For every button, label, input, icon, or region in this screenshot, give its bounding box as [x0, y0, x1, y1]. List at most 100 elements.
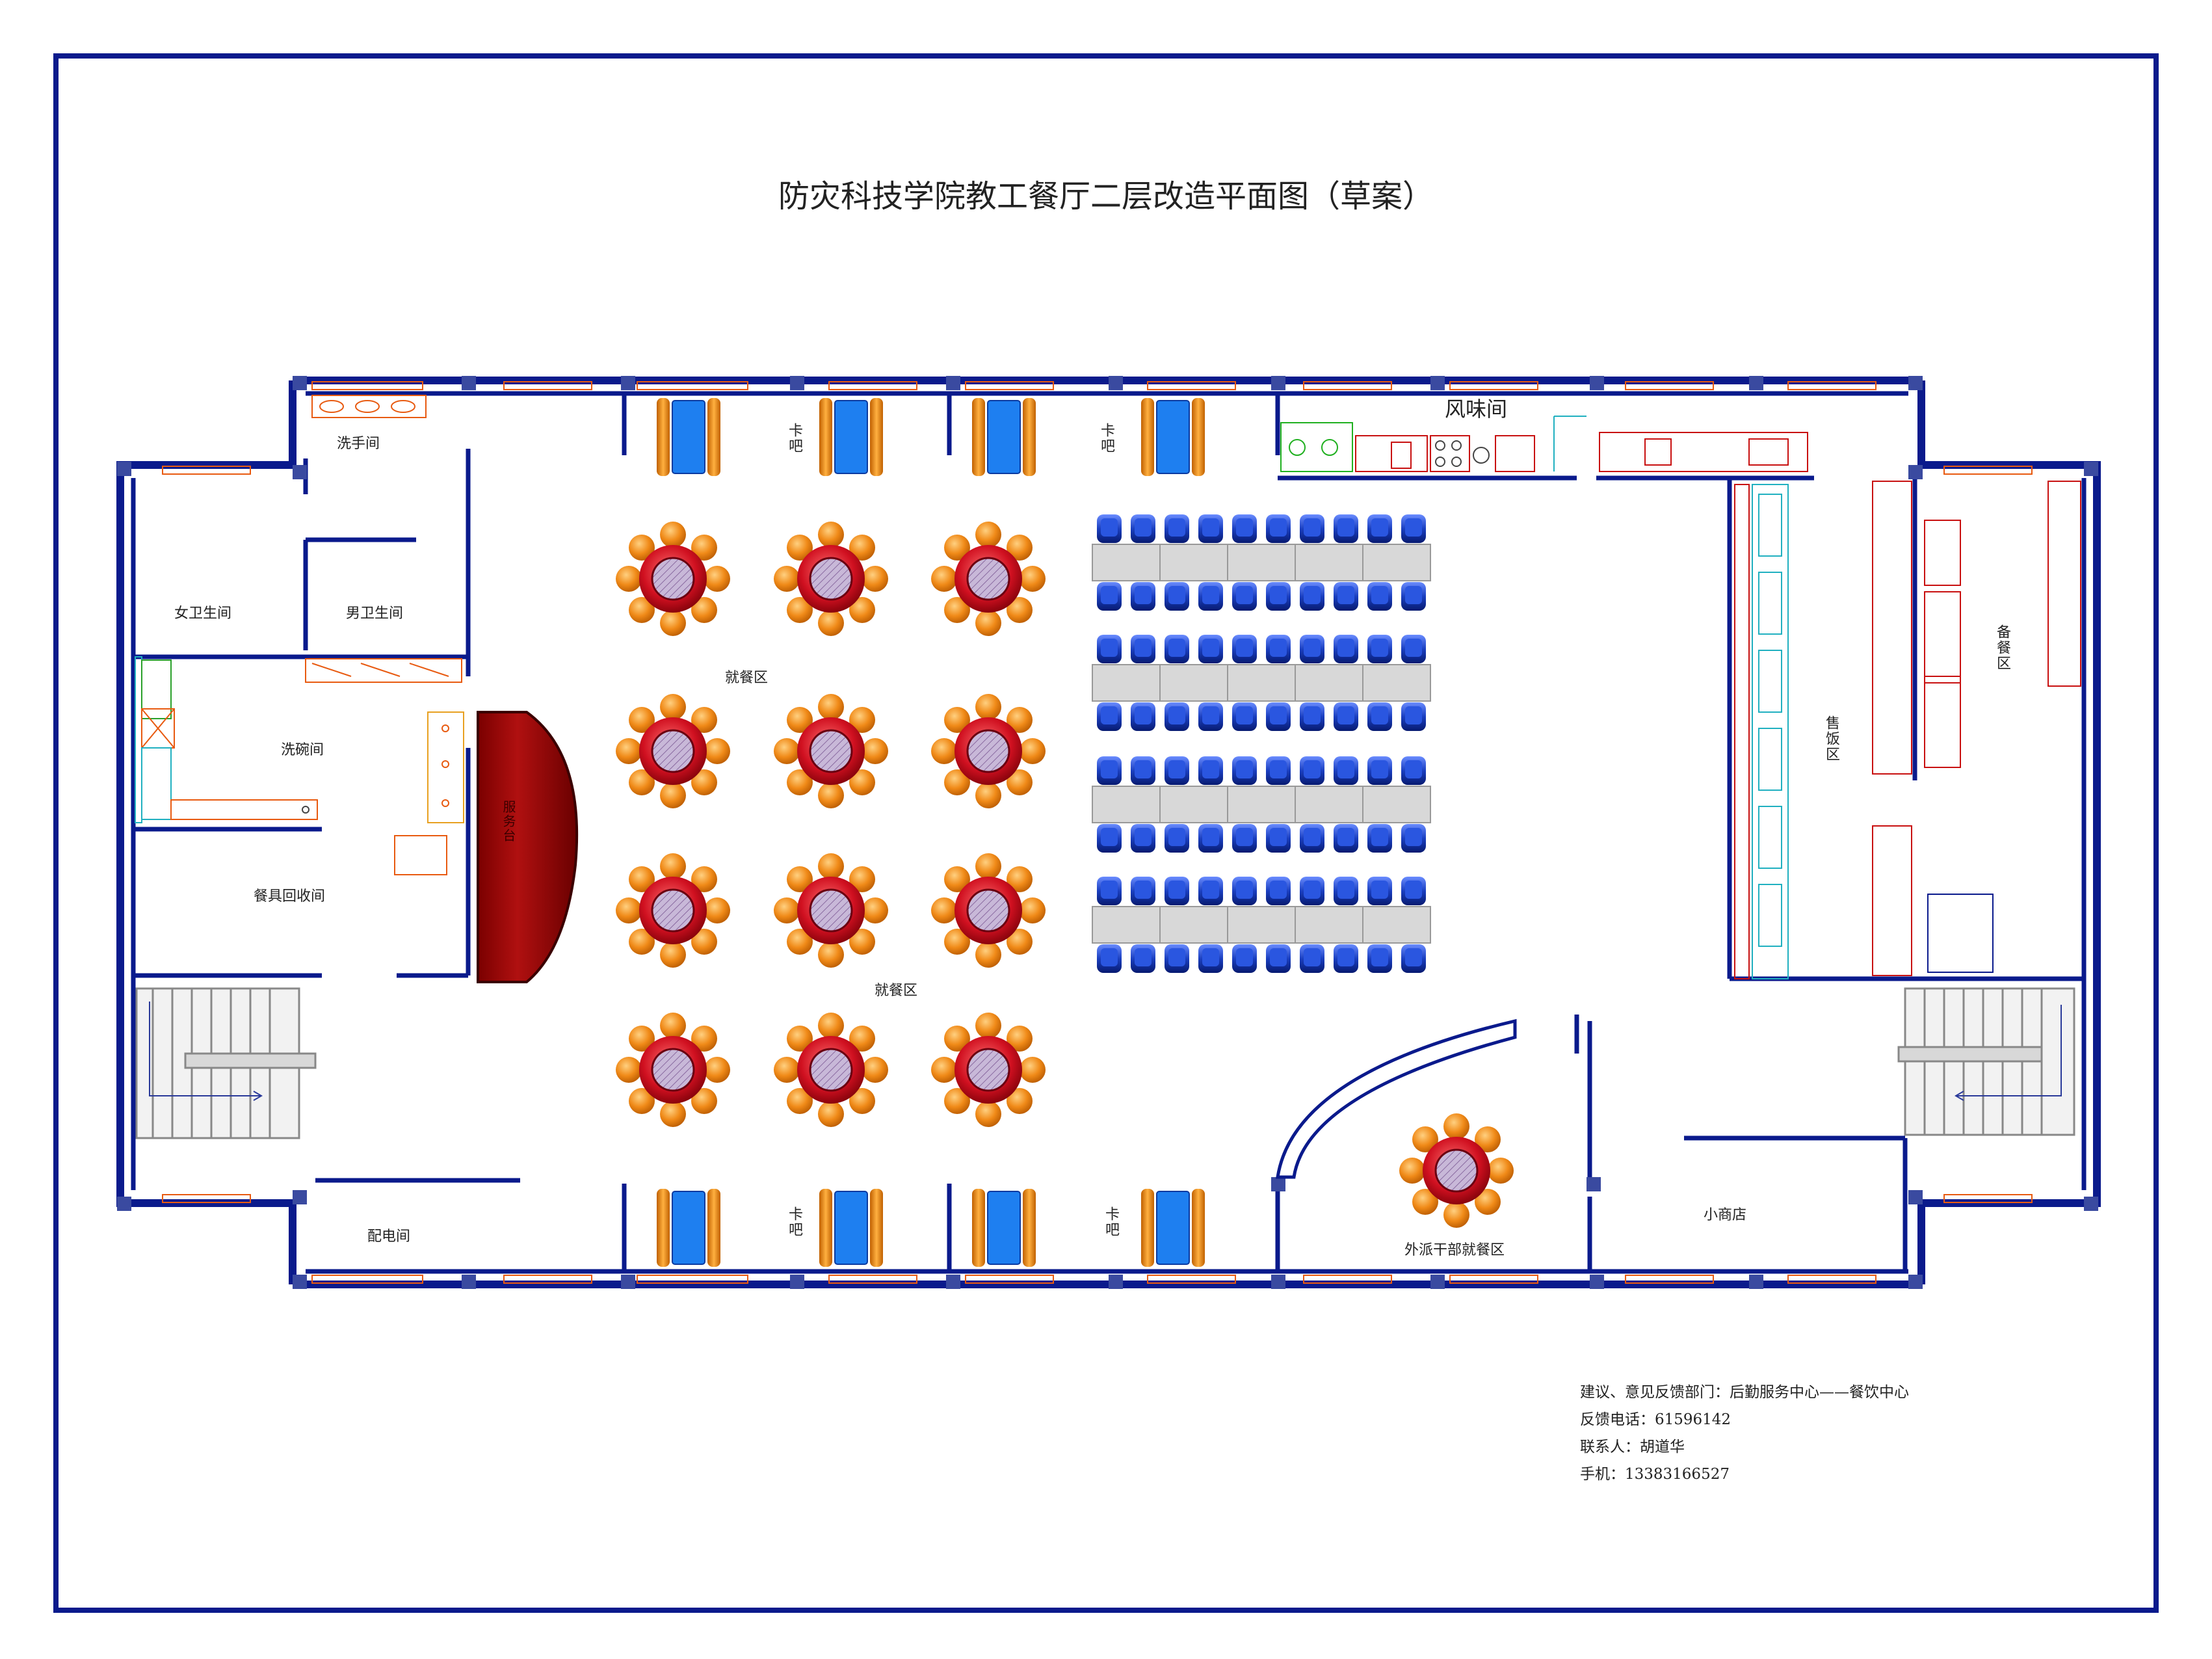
blue-chair — [1097, 756, 1122, 785]
label-shop: 小商店 — [1704, 1207, 1747, 1223]
long-tables — [1092, 514, 1431, 973]
blue-chair — [1131, 877, 1155, 905]
blue-chair — [1232, 702, 1257, 731]
blue-chair — [1232, 944, 1257, 973]
blue-chair — [1266, 635, 1291, 663]
round-table — [614, 852, 731, 969]
long-table — [1092, 544, 1431, 581]
label-dining-2: 就餐区 — [875, 983, 918, 999]
blue-chair — [1131, 944, 1155, 973]
round-table — [772, 520, 889, 637]
blue-chair — [1334, 877, 1358, 905]
blue-chair — [1266, 702, 1291, 731]
blue-chair — [1401, 756, 1426, 785]
label-women-wc: 女卫生间 — [174, 605, 232, 622]
blue-chair — [1367, 514, 1392, 543]
contact-line-3: 联系人：胡道华 — [1580, 1439, 1685, 1455]
blue-chair — [1232, 756, 1257, 785]
blue-chair — [1334, 702, 1358, 731]
blue-chair — [1198, 944, 1223, 973]
blue-chair — [1300, 702, 1324, 731]
label-counter: 服务台 — [501, 800, 516, 843]
blue-chair — [1334, 635, 1358, 663]
label-dish-wash: 洗碗间 — [281, 742, 324, 758]
round-table — [930, 852, 1047, 969]
round-table — [614, 520, 731, 637]
wash-basins — [311, 395, 427, 418]
label-booth-4: 卡吧 — [1103, 1206, 1119, 1238]
long-table — [1092, 906, 1431, 944]
blue-chair — [1165, 582, 1189, 611]
round-table — [930, 693, 1047, 810]
blue-chair — [1401, 944, 1426, 973]
contact-info: 建议、意见反馈部门：后勤服务中心——餐饮中心 反馈电话：61596142 联系人… — [1580, 1379, 1909, 1488]
label-seconded-dining: 外派干部就餐区 — [1404, 1242, 1505, 1258]
blue-chair — [1401, 635, 1426, 663]
booth-seat — [819, 397, 884, 477]
round-table — [614, 1011, 731, 1128]
blue-chair — [1401, 514, 1426, 543]
round-table — [1398, 1112, 1515, 1229]
long-table — [1092, 664, 1431, 702]
flavor-kitchen-equipment — [1280, 416, 1808, 472]
blue-chair — [1266, 944, 1291, 973]
blue-chair — [1300, 877, 1324, 905]
long-table — [1092, 786, 1431, 823]
blue-chair — [1232, 514, 1257, 543]
blue-chair — [1401, 824, 1426, 853]
blue-chair — [1334, 824, 1358, 853]
blue-chair — [1232, 824, 1257, 853]
booth-seat — [1140, 397, 1205, 477]
blue-chair — [1367, 756, 1392, 785]
blue-chair — [1334, 514, 1358, 543]
blue-chair — [1198, 514, 1223, 543]
blue-chair — [1165, 756, 1189, 785]
label-wash-hands: 洗手间 — [337, 436, 380, 452]
page-border — [53, 53, 2159, 1613]
blue-chair — [1165, 944, 1189, 973]
label-flavor-room: 风味间 — [1445, 397, 1508, 421]
blue-chair — [1131, 582, 1155, 611]
blue-chair — [1097, 877, 1122, 905]
blue-chair — [1367, 702, 1392, 731]
blue-chair — [1165, 635, 1189, 663]
blue-chair — [1367, 877, 1392, 905]
booth-seat — [971, 1188, 1036, 1267]
blue-chair — [1367, 635, 1392, 663]
blue-chair — [1334, 582, 1358, 611]
blue-chair — [1097, 824, 1122, 853]
contact-line-4: 手机：13383166527 — [1580, 1466, 1730, 1483]
blue-chair — [1198, 702, 1223, 731]
blue-chair — [1367, 824, 1392, 853]
blue-chair — [1198, 756, 1223, 785]
contact-line-2: 反馈电话：61596142 — [1580, 1411, 1731, 1428]
blue-chair — [1198, 877, 1223, 905]
blue-chair — [1334, 756, 1358, 785]
blue-chair — [1131, 756, 1155, 785]
label-booth-2: 卡吧 — [1098, 423, 1114, 454]
service-counter — [477, 711, 579, 983]
curved-wall — [1276, 1018, 1517, 1179]
dishwash-equipment — [135, 656, 464, 875]
blue-chair — [1232, 635, 1257, 663]
label-dining-1: 就餐区 — [725, 670, 769, 686]
blue-chair — [1165, 702, 1189, 731]
blue-chair — [1334, 944, 1358, 973]
label-booth-3: 卡吧 — [786, 1206, 802, 1238]
blue-chair — [1131, 635, 1155, 663]
round-table — [772, 693, 889, 810]
blue-chair — [1097, 702, 1122, 731]
blue-chair — [1131, 824, 1155, 853]
blue-chair — [1367, 582, 1392, 611]
blue-chair — [1401, 702, 1426, 731]
blue-chair — [1165, 514, 1189, 543]
pillars — [117, 376, 2098, 1289]
round-table — [930, 520, 1047, 637]
blue-chair — [1266, 514, 1291, 543]
booth-seat — [656, 397, 721, 477]
page-title: 防灾科技学院教工餐厅二层改造平面图（草案） — [778, 178, 1434, 215]
blue-chair — [1401, 582, 1426, 611]
blue-chair — [1097, 582, 1122, 611]
serving-line-equipment — [1734, 481, 2081, 979]
